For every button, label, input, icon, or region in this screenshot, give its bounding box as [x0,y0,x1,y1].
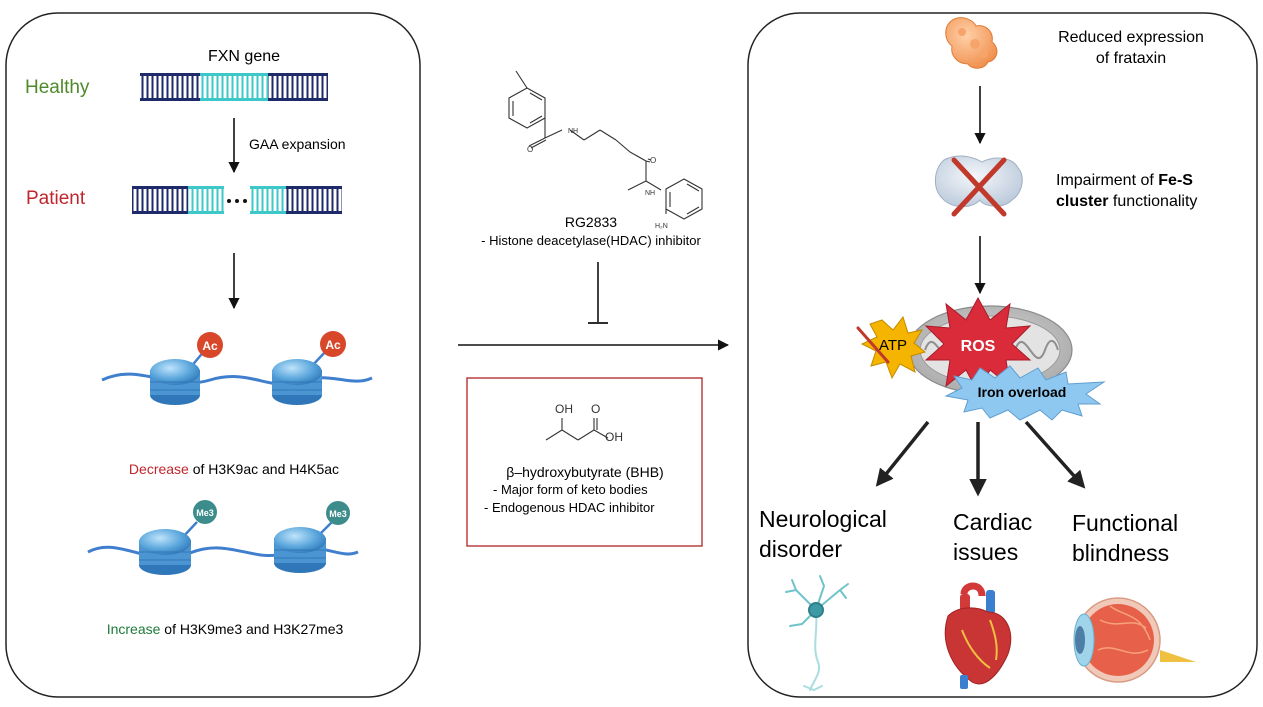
methyl-mark-label: Me3 [329,509,347,519]
cardiac-line-2: issues [953,539,1018,565]
ros-burst: ROS [924,296,1032,394]
fxn-gene-label: FXN gene [208,48,280,65]
methyl-mark-label: Me3 [196,508,214,518]
iron-overload-burst: Iron overload [944,365,1106,421]
bhb-structure [545,418,609,441]
eye-icon [1073,597,1196,683]
impairment-cluster: cluster [1056,193,1108,210]
bhb-box [466,377,703,547]
blindness-line-1: Functional [1072,510,1178,536]
decrease-rest: of H3K9ac and H4K5ac [189,461,339,477]
methylated-chromatin: Me3 Me3 [87,500,359,575]
nucleosome [150,359,200,405]
drug-name: RG2833 [565,214,617,230]
acetyl-mark-label: Ac [202,339,218,353]
struct-o-label-1: O [527,145,533,154]
cardiac-line-1: Cardiac [953,509,1032,535]
acetyl-mark [320,331,346,357]
decrease-caption: Decrease of H3K9ac and H4K5ac [129,461,339,477]
methyl-mark [326,501,350,525]
neurological-line-2: disorder [759,536,842,562]
ros-label: ROS [961,338,996,355]
increase-word: Increase [107,621,161,637]
reduced-expression-line-1: Reduced expression [1058,29,1204,46]
increase-caption: Increase of H3K9me3 and H3K27me3 [107,621,344,637]
bhb-line-1: - Major form of keto bodies [493,482,648,497]
patient-dna [132,186,342,214]
bhb-oh-right: OH [605,430,623,444]
impairment-fes: Fe-S [1158,172,1193,189]
struct-nh-label: NH [645,190,655,197]
frataxin-protein-icon [945,17,998,69]
increase-rest: of H3K9me3 and H3K27me3 [160,621,343,637]
arrow-to-neurological [875,420,930,487]
decrease-word: Decrease [129,461,189,477]
bhb-name: β–hydroxybutyrate (BHB) [506,464,663,480]
healthy-label: Healthy [25,77,90,98]
atp-burst: ATP [856,315,927,380]
arrow-to-blindness [1024,420,1086,489]
acetyl-mark [197,332,223,358]
atp-cross-icon [856,326,890,364]
bhb-o-top: O [591,402,600,416]
rg2833-structure [508,70,703,220]
acetyl-mark-label: Ac [325,338,341,352]
struct-o-label-2: O [650,156,656,165]
nucleosome [274,527,326,573]
impairment-pre: Impairment of [1056,172,1158,189]
blindness-line-2: blindness [1072,540,1169,566]
heart-icon [944,582,1012,689]
healthy-dna [140,73,328,101]
impairment-line-2: cluster functionality [1056,193,1197,210]
neurological-line-1: Neurological [759,506,887,532]
drug-description: - Histone deacetylase(HDAC) inhibitor [481,233,701,248]
iron-overload-label: Iron overload [978,384,1067,400]
gaa-expansion-label: GAA expansion [249,136,346,152]
nucleosome [139,529,191,575]
neuron-icon [785,575,849,691]
bhb-oh-top: OH [555,402,573,416]
reduced-expression-line-2: of frataxin [1096,50,1166,67]
nucleosome [272,359,322,405]
fes-complex-icon [935,155,1023,217]
impairment-rest: functionality [1108,193,1197,210]
acetylated-chromatin: Ac Ac [101,331,373,405]
struct-n-label: NH [568,128,578,135]
struct-h2n-label: H₂N [655,223,668,230]
methyl-mark [193,500,217,524]
atp-label: ATP [879,337,907,354]
patient-label: Patient [26,188,86,209]
impairment-line-1: Impairment of Fe-S [1056,172,1193,189]
bhb-line-2: - Endogenous HDAC inhibitor [484,500,655,515]
